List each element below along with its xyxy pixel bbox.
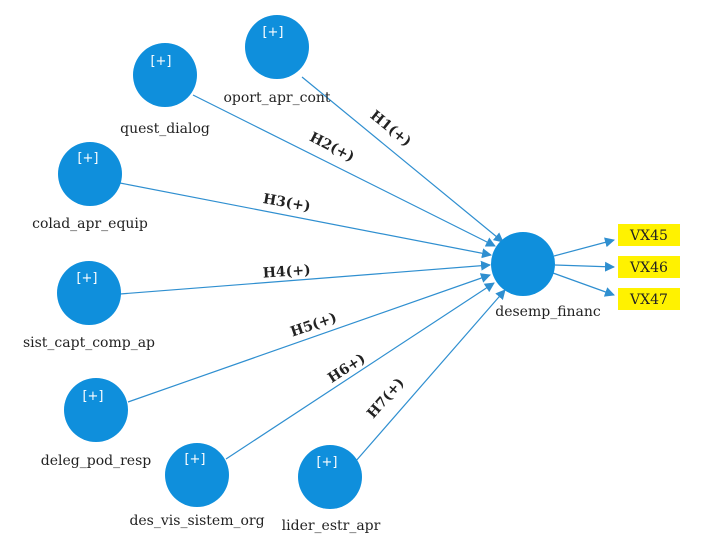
construct-circle[interactable]: [58, 142, 122, 206]
construct-circle[interactable]: [298, 445, 362, 509]
construct-circle[interactable]: [245, 15, 309, 79]
node-label: quest_dialog: [120, 121, 210, 137]
hyp-label-h1: H1(+): [367, 108, 414, 151]
indicator-vx45[interactable]: VX45: [618, 224, 680, 246]
indicator-box[interactable]: [618, 288, 680, 310]
plus-icon: [+]: [316, 455, 337, 470]
node-colad-apr-equip[interactable]: [+] colad_apr_equip: [32, 142, 148, 232]
node-desemp-financ[interactable]: desemp_financ: [491, 232, 601, 320]
edge-vx46: [554, 261, 615, 272]
node-quest-dialog[interactable]: [+] quest_dialog: [120, 43, 210, 137]
indicator-box[interactable]: [618, 256, 680, 278]
construct-circle[interactable]: [165, 443, 229, 507]
hyp-label-h2: H2(+): [307, 129, 357, 165]
edge-vx45: [553, 237, 615, 257]
node-deleg-pod-resp[interactable]: [+] deleg_pod_resp: [41, 378, 151, 469]
node-des-vis-sistem-org[interactable]: [+] des_vis_sistem_org: [129, 443, 265, 529]
construct-circle[interactable]: [133, 43, 197, 107]
plus-icon: [+]: [150, 54, 171, 69]
node-label: lider_estr_apr: [282, 518, 381, 534]
hyp-label-h7: H7(+): [364, 375, 408, 422]
construct-circle[interactable]: [57, 261, 121, 325]
indicator-vx46[interactable]: VX46: [618, 256, 680, 278]
node-label: des_vis_sistem_org: [129, 513, 264, 529]
edge-vx47: [552, 272, 615, 297]
node-label: colad_apr_equip: [32, 216, 148, 232]
node-sist-capt-comp-ap[interactable]: [+] sist_capt_comp_ap: [23, 261, 155, 351]
hypothesis-labels: H1(+) H2(+) H3(+) H4(+) H5(+) H6+) H7(+): [262, 108, 414, 422]
node-label: sist_capt_comp_ap: [23, 335, 155, 351]
indicator-vx47[interactable]: VX47: [618, 288, 680, 310]
hyp-label-h4: H4(+): [262, 262, 311, 281]
node-label: desemp_financ: [495, 304, 601, 320]
edge-h3: [119, 182, 492, 259]
construct-circle[interactable]: [64, 378, 128, 442]
indicator-label: VX45: [629, 228, 668, 244]
indicator-label: VX46: [629, 260, 668, 276]
indicator-box[interactable]: [618, 224, 680, 246]
indicator-label: VX47: [629, 292, 668, 308]
hyp-label-h6: H6+): [325, 351, 368, 387]
hyp-label-h5: H5(+): [288, 310, 339, 341]
node-label: deleg_pod_resp: [41, 453, 151, 469]
edge-h2: [192, 94, 496, 247]
plus-icon: [+]: [82, 389, 103, 404]
edge-h5: [127, 273, 491, 403]
node-label: oport_apr_cont: [223, 90, 330, 106]
plus-icon: [+]: [77, 151, 98, 166]
construct-circle[interactable]: [491, 232, 555, 296]
edge-h7: [354, 289, 506, 463]
edge-h1: [301, 76, 504, 243]
plus-icon: [+]: [76, 271, 97, 286]
plus-icon: [+]: [184, 452, 205, 467]
node-oport-apr-cont[interactable]: [+] oport_apr_cont: [223, 15, 331, 106]
edge-h4: [119, 260, 491, 295]
edges: [119, 76, 615, 463]
edge-h6: [225, 282, 495, 460]
plus-icon: [+]: [262, 25, 283, 40]
node-lider-estr-apr[interactable]: [+] lider_estr_apr: [282, 445, 381, 534]
